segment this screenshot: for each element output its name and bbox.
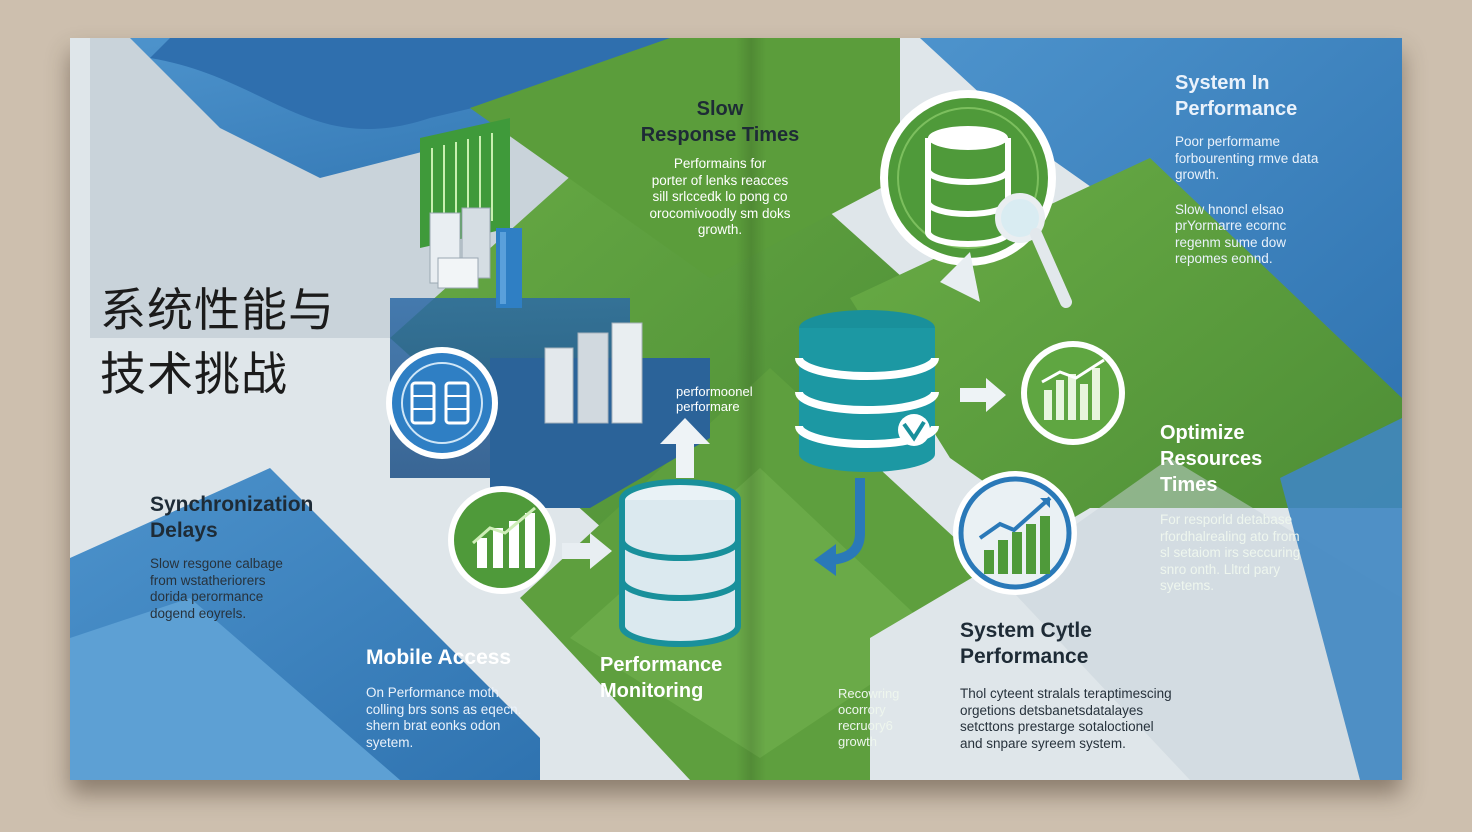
sync-delays-body: Slow resgone calbage from wstatheriorers…	[150, 556, 283, 621]
system-in-performance-body-1: Poor performame forbourenting rmve data …	[1175, 134, 1319, 182]
section-system-in-performance: System In Performance Poor performame fo…	[1175, 70, 1385, 268]
mobile-access-heading: Mobile Access	[366, 646, 512, 669]
section-performance-monitoring: Performance Monitoring	[600, 652, 800, 704]
page-spine	[736, 38, 766, 780]
section-system-cycle: System Cytle Performance Thol cyteent st…	[960, 618, 1260, 752]
section-mobile-access: Mobile Access On Performance moth collin…	[366, 645, 586, 751]
growth-chart-icon	[448, 486, 556, 594]
optimize-resources-heading: Optimize Resources Times	[1160, 422, 1263, 496]
arrow-right-2-icon	[960, 378, 1006, 412]
performance-monitoring-body: Recowring ocorrory recruory6 growth	[838, 686, 948, 750]
section-optimize-resources: Optimize Resources Times For resporld de…	[1160, 420, 1380, 595]
database-search-icon	[880, 90, 1072, 308]
performance-monitoring-label: performoonel performare	[676, 384, 796, 414]
server-circle-icon	[386, 347, 498, 459]
section-sync-delays: Synchronization Delays Slow resgone calb…	[150, 492, 400, 622]
bar-chart-circle-icon	[1021, 341, 1125, 445]
system-in-performance-body-2: Slow hnoncl elsao prYormarre ecornc rege…	[1175, 201, 1287, 267]
system-cycle-heading: System Cytle Performance	[960, 619, 1092, 668]
page-title: 系统性能与 技术挑战	[100, 283, 335, 401]
mobile-access-body: On Performance moth colling brs sons as …	[366, 685, 522, 750]
database-icon	[619, 479, 741, 647]
performance-monitoring-body-text: Recowring ocorrory recruory6 growth	[838, 686, 900, 749]
database-teal-icon	[795, 310, 939, 472]
slow-response-heading: Slow Response Times	[640, 98, 800, 146]
optimize-resources-body: For resporld detabase rfordhalrealing at…	[1160, 512, 1301, 593]
infographic-page: 系统性能与 技术挑战 Slow Response Times Performai…	[70, 38, 1402, 780]
sync-delays-heading: Synchronization Delays	[150, 493, 314, 542]
curved-arrow-icon	[814, 478, 865, 576]
arrow-up-icon	[660, 418, 710, 478]
slow-response-body: Performains for porter of lenks reacces …	[649, 156, 791, 237]
system-cycle-body: Thol cyteent stralals teraptimescing org…	[960, 686, 1172, 751]
system-in-performance-heading: System In Performance	[1175, 72, 1298, 120]
performance-monitoring-heading: Performance Monitoring	[600, 654, 723, 702]
performance-monitoring-small-label: performoonel performare	[676, 384, 753, 414]
trend-chart-circle-icon	[953, 471, 1077, 595]
server-rack-icon	[420, 118, 522, 308]
section-slow-response: Slow Response Times Performains for port…	[590, 96, 850, 239]
arrow-right-icon	[562, 533, 612, 569]
server-blocks-icon	[544, 322, 643, 424]
